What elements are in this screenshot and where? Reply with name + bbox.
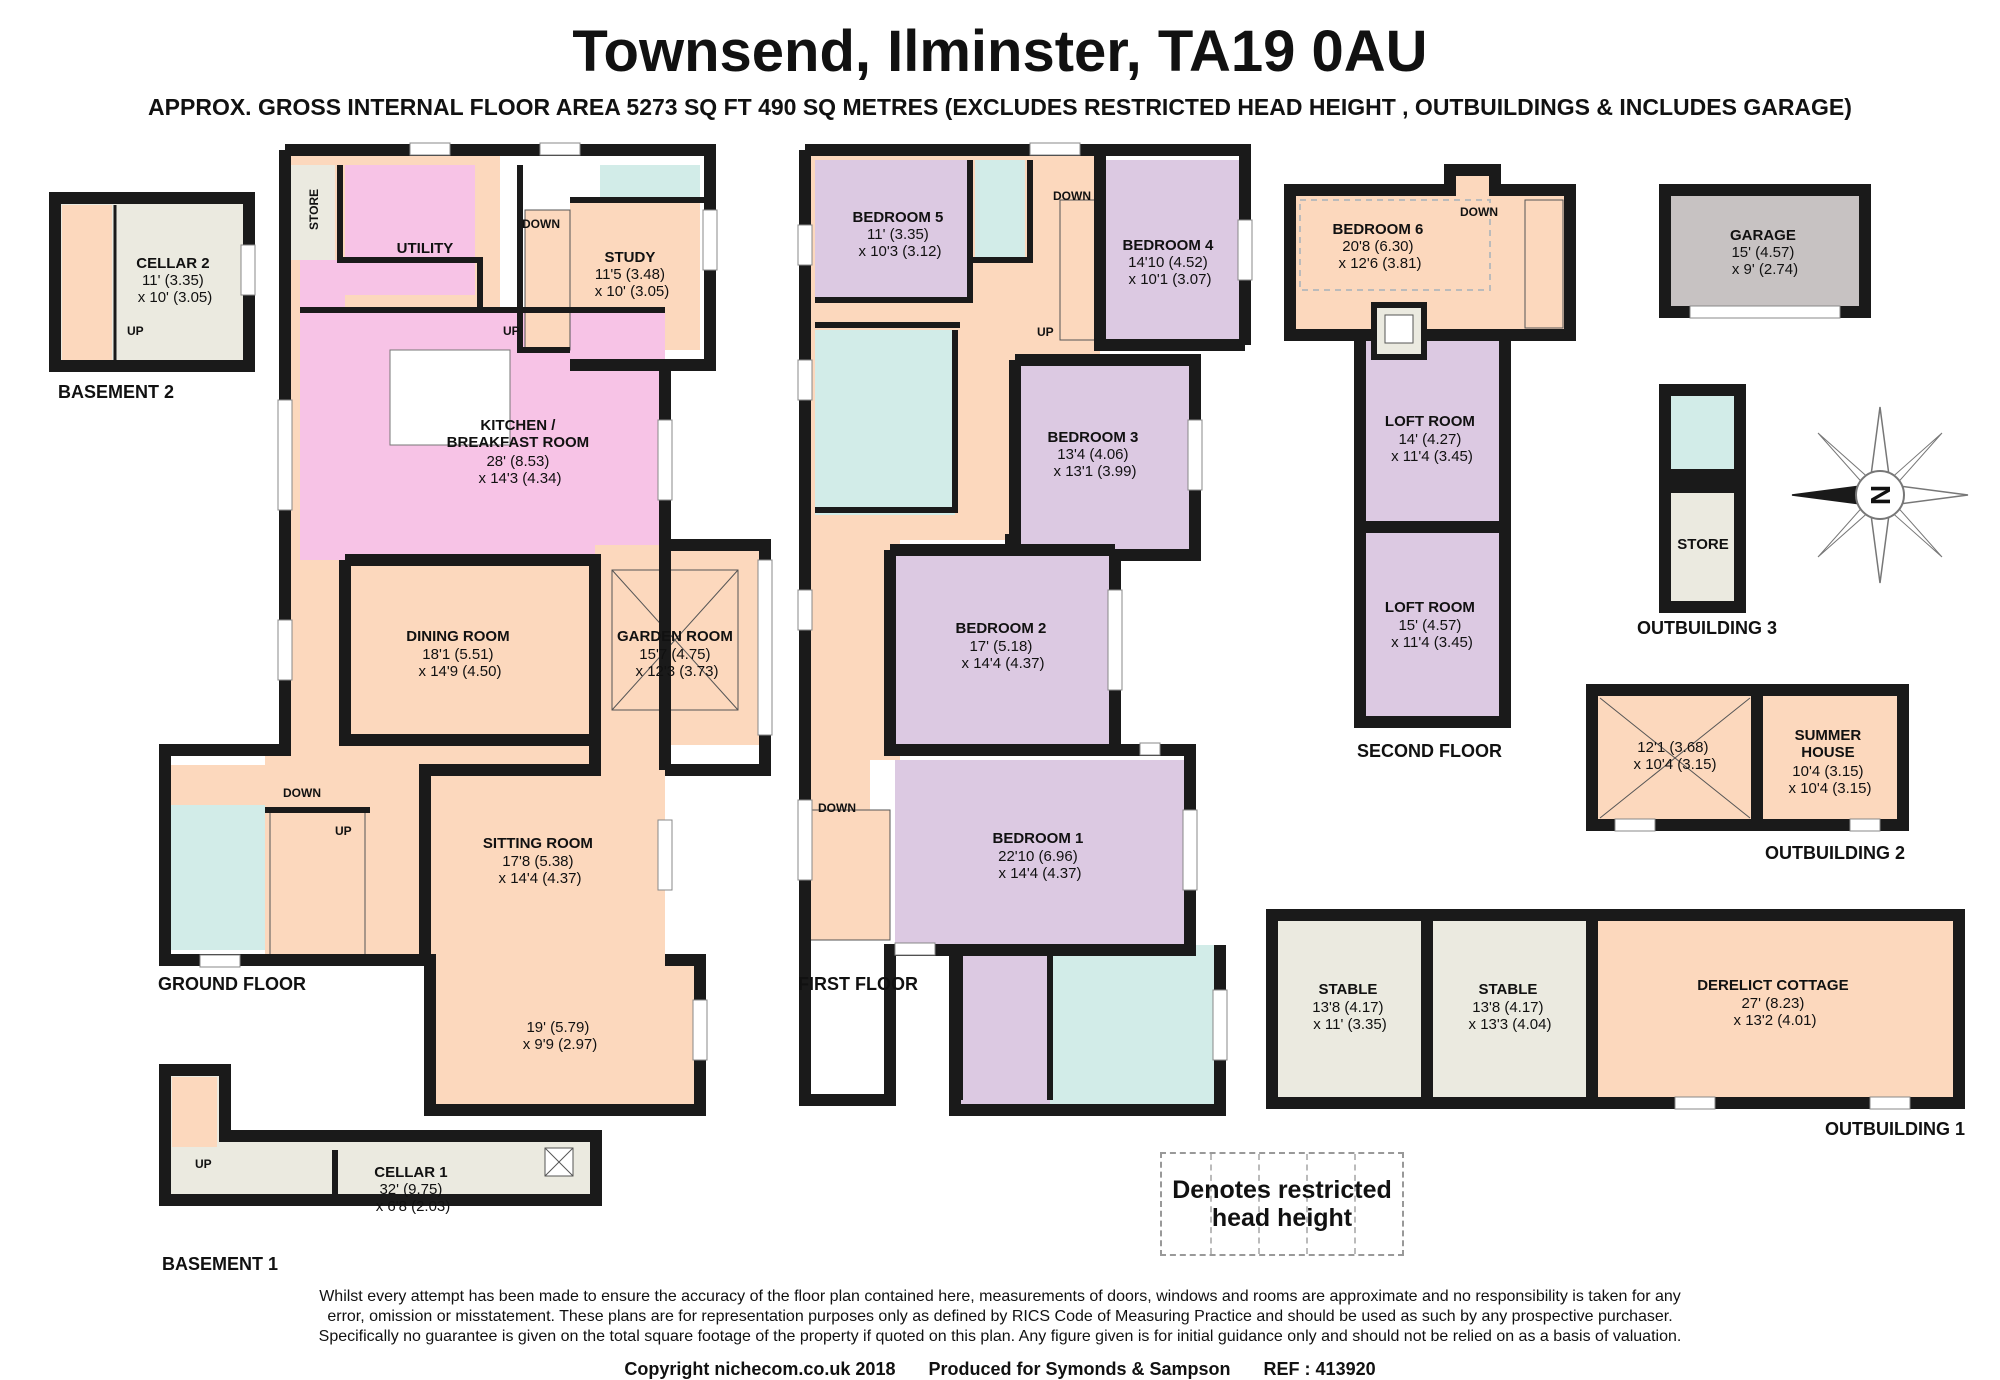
bedroom-5-ensuite	[975, 160, 1025, 260]
ground-wc	[600, 165, 700, 200]
stable-1-label: STABLE 13'8 (4.17) x 11' (3.35)	[1312, 981, 1387, 1033]
cellar-2-label: CELLAR 2 11' (3.35) x 10' (3.05)	[136, 255, 214, 306]
garage-room	[1659, 184, 1871, 318]
outbuilding-3-store-label: STORE	[1677, 536, 1728, 553]
bedroom-6-label: BEDROOM 6 20'8 (6.30) x 12'6 (3.81)	[1332, 221, 1427, 272]
cellar-2-stair	[62, 205, 112, 360]
restricted-head-height-legend: Denotes restricted head height	[1160, 1152, 1404, 1256]
kitchen-label: KITCHEN / BREAKFAST ROOM 28' (8.53) x 14…	[447, 417, 594, 487]
outbuilding-2: 12'1 (3.68) x 10'4 (3.15) SUMMER HOUSE 1…	[1586, 684, 1909, 863]
bedroom-1	[895, 760, 1185, 945]
bedroom-3-label: BEDROOM 3 13'4 (4.06) x 13'1 (3.99)	[1047, 429, 1142, 480]
store-label: STORE	[307, 189, 321, 230]
second-floor-label: SECOND FLOOR	[1357, 741, 1502, 761]
loft-room-2-label: LOFT ROOM 15' (4.57) x 11'4 (3.45)	[1385, 599, 1479, 651]
floor-area-subtitle: APPROX. GROSS INTERNAL FLOOR AREA 5273 S…	[148, 94, 1852, 120]
sitting-room-label: SITTING ROOM 17'8 (5.38) x 14'4 (4.37)	[483, 835, 597, 887]
first-down-label: DOWN	[1053, 189, 1091, 203]
garage-label: GARAGE 15' (4.57) x 9' (2.74)	[1730, 227, 1800, 278]
ground-stairs	[269, 809, 366, 956]
outbuilding-1: STABLE 13'8 (4.17) x 11' (3.35) STABLE 1…	[1266, 909, 1965, 1139]
garage: GARAGE 15' (4.57) x 9' (2.74)	[1659, 184, 1871, 319]
ground-up-label: UP	[335, 824, 352, 838]
sitting-room-extension-label: 19' (5.79) x 9'9 (2.97)	[523, 1019, 598, 1053]
derelict-cottage	[1586, 909, 1965, 1109]
cellar-1-label: CELLAR 1 32' (9.75) x 6'8 (2.03)	[374, 1164, 452, 1215]
stable-2-label: STABLE 13'8 (4.17) x 13'3 (4.04)	[1469, 981, 1552, 1033]
disclaimer: Whilst every attempt has been made to en…	[200, 1287, 1800, 1347]
outbuilding-3-store	[1659, 481, 1746, 613]
store-room	[285, 165, 335, 260]
loft-room-2	[1354, 521, 1511, 728]
outbuilding-1-label: OUTBUILDING 1	[1825, 1119, 1965, 1139]
compass-icon: N	[1791, 406, 1969, 584]
footer-reference: REF : 413920	[1263, 1359, 1376, 1379]
study-down-label: DOWN	[522, 217, 560, 231]
first-up-label: UP	[1037, 325, 1054, 339]
bedroom-5	[815, 160, 970, 300]
bedroom-3	[1020, 365, 1190, 550]
disclaimer-line-3: Specifically no guarantee is given on th…	[318, 1328, 1682, 1345]
dining-room	[350, 560, 590, 740]
ground-study-stairs	[524, 209, 571, 351]
compass-north-letter: N	[1865, 485, 1896, 505]
bedroom-6-stairs	[1524, 199, 1564, 329]
bedroom-1-dressing	[960, 945, 1050, 1105]
study-label: STUDY 11'5 (3.48) x 10' (3.05)	[595, 249, 670, 300]
first-floor: BEDROOM 5 11' (3.35) x 10'3 (3.12) BEDRO…	[797, 142, 1253, 1116]
study-up-label: UP	[503, 324, 520, 338]
outbuilding-3-wc	[1659, 384, 1746, 481]
utility-label: UTILITY	[397, 240, 454, 257]
outbuilding-3-label: OUTBUILDING 3	[1637, 618, 1777, 638]
bedroom-2-label: BEDROOM 2 17' (5.18) x 14'4 (4.37)	[955, 620, 1050, 672]
summer-house	[1751, 684, 1909, 831]
bedroom-1-ensuite	[1050, 945, 1215, 1105]
footer-copyright: Copyright nichecom.co.uk 2018	[624, 1359, 896, 1379]
landing-stairs	[1059, 199, 1101, 341]
bedroom-1-label: BEDROOM 1 22'10 (6.96) x 14'4 (4.37)	[992, 830, 1087, 882]
ground-down-label: DOWN	[283, 786, 321, 800]
legend-line-2: head height	[1211, 1204, 1353, 1232]
dining-label: DINING ROOM 18'1 (5.51) x 14'9 (4.50)	[406, 628, 514, 680]
first-floor-label: FIRST FLOOR	[798, 974, 918, 994]
ground-floor-label: GROUND FLOOR	[158, 974, 306, 994]
footer: Copyright nichecom.co.uk 2018 Produced f…	[0, 1359, 2000, 1380]
first-floor-stairs	[804, 809, 891, 941]
basement-2: CELLAR 2 11' (3.35) x 10' (3.05) UP BASE…	[49, 192, 256, 402]
stable-2	[1421, 909, 1598, 1109]
bedroom-2	[895, 555, 1110, 745]
summer-house-label: SUMMER HOUSE 10'4 (3.15) x 10'4 (3.15)	[1789, 727, 1872, 797]
outbuilding-2-room-label: 12'1 (3.68) x 10'4 (3.15)	[1634, 739, 1717, 773]
bedroom-5-label: BEDROOM 5 11' (3.35) x 10'3 (3.12)	[852, 209, 947, 260]
second-down-label: DOWN	[1460, 205, 1498, 219]
disclaimer-line-1: Whilst every attempt has been made to en…	[319, 1288, 1681, 1305]
bedroom-4	[1100, 160, 1240, 340]
outbuilding-2-label: OUTBUILDING 2	[1765, 843, 1905, 863]
bedroom-4-label: BEDROOM 4 14'10 (4.52) x 10'1 (3.07)	[1122, 237, 1217, 288]
cellar-1-up-label: UP	[195, 1157, 212, 1171]
loft-room-1-label: LOFT ROOM 14' (4.27) x 11'4 (3.45)	[1385, 413, 1479, 465]
cellar-1-stair	[172, 1077, 217, 1147]
cellar-1-room	[159, 1064, 602, 1206]
ground-floor: STORE UTILITY STUDY 11'5 (3.48) x 10' (3…	[158, 142, 773, 1116]
garden-room	[595, 545, 760, 745]
disclaimer-line-2: error, omission or misstatement. These p…	[327, 1308, 1673, 1325]
footer-produced-for: Produced for Symonds & Sampson	[928, 1359, 1231, 1379]
derelict-cottage-label: DERELICT COTTAGE 27' (8.23) x 13'2 (4.01…	[1697, 977, 1853, 1029]
outbuilding-3: STORE OUTBUILDING 3	[1637, 384, 1777, 638]
basement-2-label: BASEMENT 2	[58, 382, 174, 402]
cellar-2-up-label: UP	[127, 324, 144, 338]
page-title: Townsend, Ilminster, TA19 0AU	[572, 19, 1428, 84]
sitting-room	[425, 770, 695, 1100]
basement-1: UP CELLAR 1 32' (9.75) x 6'8 (2.03) BASE…	[159, 1064, 602, 1274]
utility-room	[345, 165, 475, 295]
basement-1-label: BASEMENT 1	[162, 1254, 278, 1274]
legend-line-1: Denotes restricted	[1172, 1176, 1392, 1204]
family-bathroom	[815, 330, 955, 515]
first-stairs-down-label: DOWN	[818, 801, 856, 815]
garden-room-label: GARDEN ROOM 15'7 (4.75) x 12'3 (3.73)	[617, 628, 737, 680]
second-floor: BEDROOM 6 20'8 (6.30) x 12'6 (3.81) DOWN…	[1284, 164, 1576, 761]
